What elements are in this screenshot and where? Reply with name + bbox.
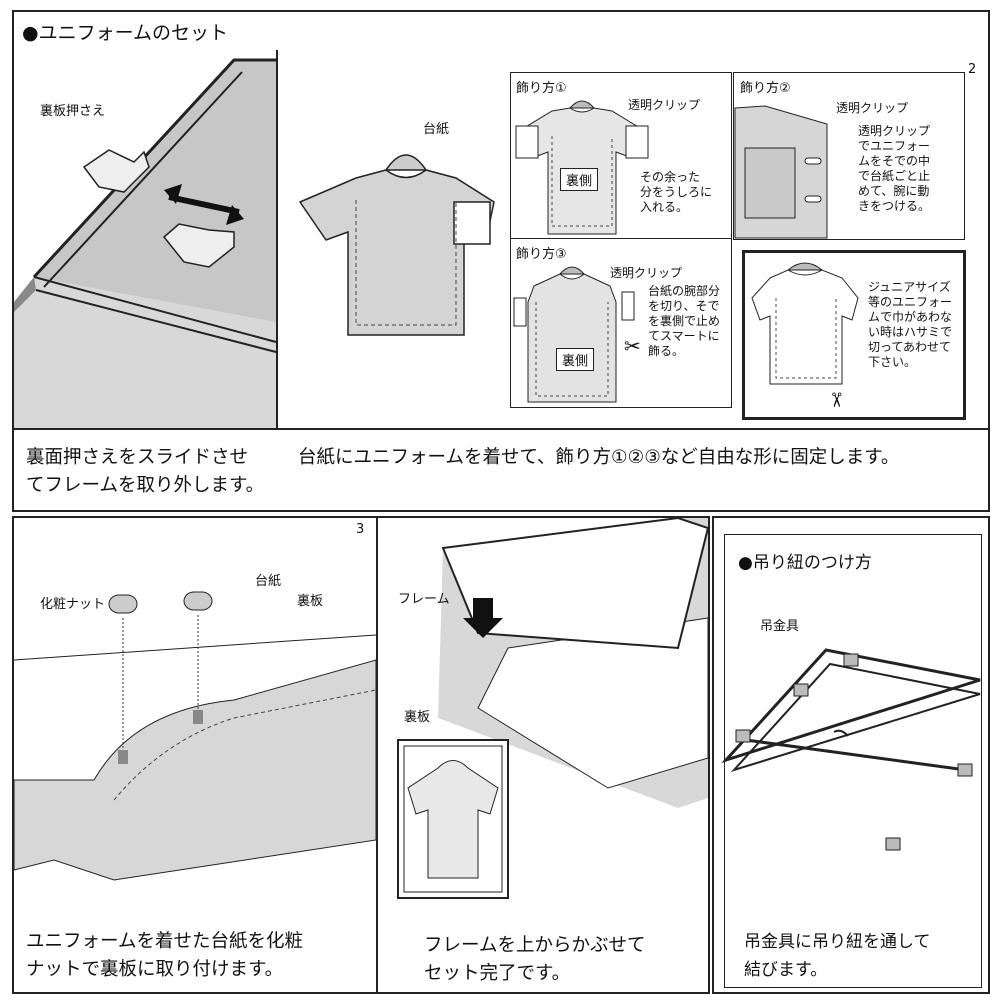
step2-caption: 台紙にユニフォームを着せて、飾り方①②③など自由な形に固定します。: [298, 447, 900, 468]
display-way3-clip-label: 透明クリップ: [610, 266, 683, 280]
display-way2-clip-label: 透明クリップ: [836, 101, 909, 115]
decorative-nut-label: 化粧ナット: [40, 597, 106, 612]
step3-caption: ユニフォームを着せた台紙を化粧 ナットで裏板に取り付けます。: [26, 931, 303, 980]
scissors-icon-2: ✂: [824, 391, 849, 409]
display-way1-uniform: [515, 100, 649, 235]
hanging-title: ●吊り紐のつけ方: [738, 553, 872, 573]
step1-frame-illustration: [14, 58, 277, 428]
step2-number: 2: [968, 62, 977, 77]
display-way2-title: 飾り方②: [740, 81, 791, 96]
display-way1-clip-label: 透明クリップ: [628, 98, 701, 112]
display-way2-note: 透明クリップ でユニフォー ムをそでの中 で台紙ごと止 めて、腕に動 きをつける…: [858, 124, 931, 213]
hanging-frame-illustration: [721, 648, 981, 920]
step4-board-label: 裏板: [404, 710, 431, 725]
step3-mount-label: 台紙: [255, 574, 282, 589]
step3-mount-illustration: [13, 591, 377, 920]
back-side-label-2: 裏側: [556, 348, 595, 371]
display-way3-title: 飾り方③: [516, 247, 567, 262]
display-way1-note: その余った 分をうしろに 入れる。: [640, 170, 713, 214]
uniform-on-mount-illustration: [298, 154, 495, 336]
back-side-label: 裏側: [560, 168, 599, 191]
step1-caption: 裏面押さえをスライドさせ てフレームを取り外します。: [26, 447, 265, 496]
step4-caption: フレームを上からかぶせて セット完了です。: [424, 935, 646, 984]
hanging-caption: 吊金具に吊り紐を通して 結びます。: [744, 932, 931, 980]
frame-label: フレーム: [398, 592, 450, 607]
display-way1-title: 飾り方①: [516, 81, 567, 96]
display-way3-uniform: [513, 266, 635, 403]
junior-uniform-illustration: [751, 262, 859, 385]
step3-number: 3: [356, 522, 365, 537]
mount-label: 台紙: [423, 122, 450, 137]
caption-row-divider: [12, 428, 990, 430]
section-title: ●ユニフォームのセット: [22, 22, 229, 44]
back-press-label: 裏板押さえ: [40, 104, 106, 119]
scissors-icon: ✂: [624, 334, 641, 358]
display-way3-note: 台紙の腕部分 を切り、そで を裏側で止め てスマートに 飾る。: [648, 284, 721, 358]
hook-label: 吊金具: [760, 619, 800, 634]
step4-frame-illustration: [397, 516, 710, 899]
junior-size-note: ジュニアサイズ 等のユニフォー ムで巾があわな い時はハサミで 切ってあわせて …: [868, 280, 953, 369]
display-way2-uniform: [734, 105, 828, 239]
step3-board-label: 裏板: [297, 594, 324, 609]
